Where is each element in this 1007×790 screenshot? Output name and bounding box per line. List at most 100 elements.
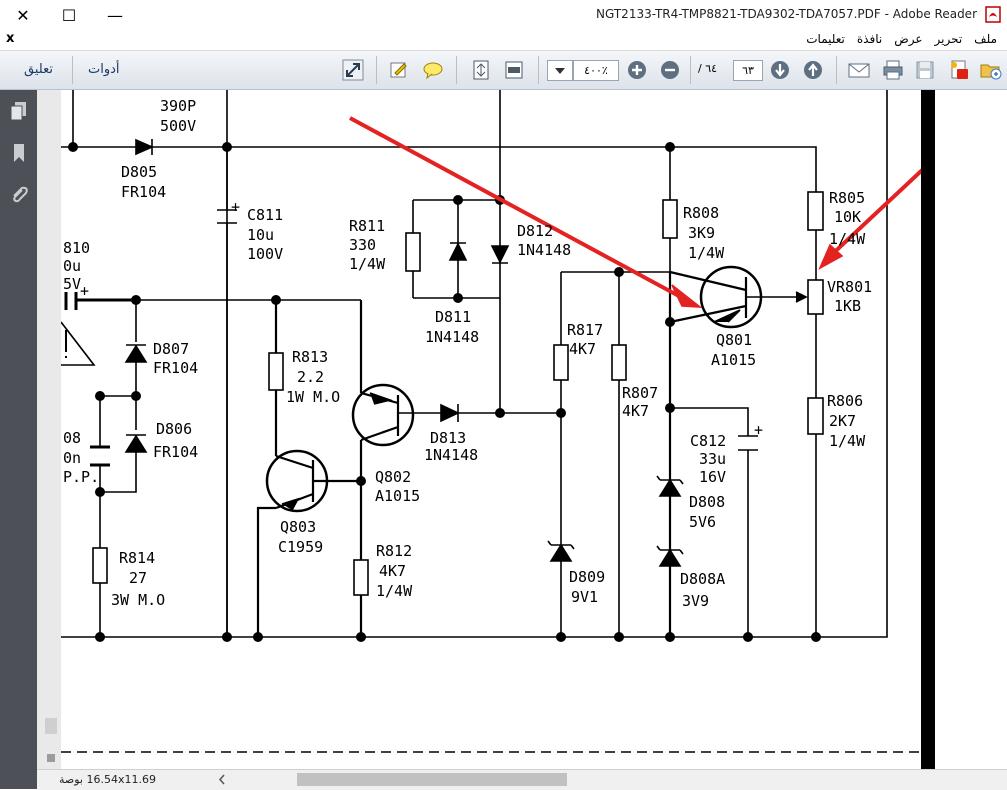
red-arrow-line <box>349 116 691 304</box>
pages-icon[interactable] <box>8 100 30 122</box>
print-button[interactable] <box>880 57 906 83</box>
window-title: NGT2133-TR4-TMP8821-TDA9302-TDA7057.PDF … <box>596 7 977 21</box>
r814-type: 3W M.O <box>111 591 165 609</box>
toolbar-separator <box>836 56 837 84</box>
zoom-out-button[interactable] <box>657 57 683 83</box>
sticky-note-button[interactable] <box>420 57 446 83</box>
svg-text:+: + <box>754 421 763 439</box>
resistor-r806 <box>807 397 824 435</box>
svg-text:+: + <box>231 198 240 216</box>
minimize-window-button[interactable]: — <box>107 5 123 25</box>
email-button[interactable] <box>846 57 872 83</box>
c812-voltage: 16V <box>699 468 726 486</box>
resistor-r805 <box>807 191 824 231</box>
resistor-r811 <box>405 232 421 272</box>
diode-d807 <box>124 344 148 363</box>
menu-list: ملف تحرير عرض نافذة تعليمات <box>806 32 997 46</box>
fit-page-button[interactable] <box>468 57 494 83</box>
next-page-button[interactable] <box>767 57 793 83</box>
resistor-r812 <box>353 559 369 596</box>
folder-share-icon <box>980 64 1002 80</box>
comment-panel-button[interactable]: تعليق <box>24 62 53 77</box>
diode-d805 <box>135 138 154 156</box>
panel-scroll-arrow-icon[interactable] <box>47 754 55 762</box>
zoom-dropdown-button[interactable] <box>547 60 573 81</box>
paperclip-icon[interactable] <box>8 184 30 206</box>
sign-button[interactable] <box>386 57 412 83</box>
zener-d808a <box>656 545 684 567</box>
r813-type: 1W M.O <box>286 388 340 406</box>
d806-value: FR104 <box>153 443 198 461</box>
r805-value: 10K <box>834 208 861 226</box>
share-files-button[interactable] <box>978 57 1004 83</box>
menu-view[interactable]: عرض <box>894 32 923 46</box>
d811-value: 1N4148 <box>425 328 479 346</box>
disk-icon <box>916 61 934 79</box>
resistor-r807 <box>611 344 627 381</box>
d813-label: D813 <box>430 429 466 447</box>
scroll-left-icon[interactable] <box>217 773 227 786</box>
svg-text:+: + <box>80 282 89 300</box>
horizontal-scroll-thumb[interactable] <box>297 773 567 786</box>
r811-value: 330 <box>349 236 376 254</box>
schematic-labels: 390P 500V D805 FR104 C811 10u 100V R811 … <box>63 97 872 610</box>
maximize-window-button[interactable]: ☐ <box>61 5 77 25</box>
d813-value: 1N4148 <box>424 446 478 464</box>
zener-d808 <box>656 475 684 497</box>
page-number-input[interactable]: ٦٣ <box>733 60 763 81</box>
d812-label: D812 <box>517 222 553 240</box>
d805-value: FR104 <box>121 183 166 201</box>
c808-value: 0n <box>63 449 81 467</box>
horizontal-scrollbar[interactable] <box>217 773 1007 786</box>
c812-value: 33u <box>699 450 726 468</box>
c810-value: 0u <box>63 257 81 275</box>
d812-value: 1N4148 <box>517 241 571 259</box>
fit-width-button[interactable] <box>501 57 527 83</box>
vertical-divider <box>921 90 935 769</box>
d808-value: 5V6 <box>689 513 716 531</box>
vertical-scroll-area[interactable] <box>935 90 1007 769</box>
menu-bar: x ملف تحرير عرض نافذة تعليمات <box>0 30 1007 51</box>
pdf-app-icon <box>985 6 1001 23</box>
zoom-input[interactable]: ٤٠٠٪ <box>573 60 619 81</box>
capacitor-c812 <box>670 407 758 637</box>
warning-triangle-icon <box>61 321 96 366</box>
c811-value: 10u <box>247 226 274 244</box>
close-document-icon[interactable]: x <box>6 31 15 46</box>
save-button[interactable] <box>912 57 938 83</box>
d807-value: FR104 <box>153 359 198 377</box>
create-pdf-button[interactable] <box>946 57 972 83</box>
zoom-in-button[interactable] <box>624 57 650 83</box>
fit-width-icon <box>505 61 523 79</box>
d811-label: D811 <box>435 308 471 326</box>
toolbar-separator <box>690 56 691 84</box>
toolbar-separator <box>456 56 457 84</box>
vr801-wiper-arrow-icon <box>795 291 808 303</box>
bookmark-icon[interactable] <box>8 142 30 164</box>
c-label-390p: 390P <box>160 97 196 115</box>
envelope-icon <box>848 63 870 78</box>
menu-window[interactable]: نافذة <box>856 32 883 46</box>
capacitor-c808 <box>90 445 110 467</box>
r807-value: 4K7 <box>622 402 649 420</box>
menu-help[interactable]: تعليمات <box>806 32 845 46</box>
toolbar-separator <box>376 56 377 84</box>
comment-bubble-icon <box>423 62 443 80</box>
red-arrow-head-icon <box>818 243 844 270</box>
close-window-button[interactable]: ✕ <box>16 5 30 25</box>
fullscreen-button[interactable] <box>340 57 366 83</box>
toolbar: تعليق أدوات ٤٠٠٪ <box>0 51 1007 90</box>
capacitor-c810 <box>64 292 136 310</box>
previous-page-button[interactable] <box>800 57 826 83</box>
menu-edit[interactable]: تحرير <box>934 32 963 46</box>
panel-scroll-thumb[interactable] <box>45 718 57 734</box>
q802-part: A1015 <box>375 487 420 505</box>
r814-label: R814 <box>119 549 155 567</box>
r813-label: R813 <box>292 348 328 366</box>
arrow-down-circle-icon <box>771 61 789 79</box>
r805-power: 1/4W <box>829 230 866 248</box>
document-view[interactable]: + + <box>61 90 921 769</box>
vr801-value: 1KB <box>834 297 861 315</box>
tools-panel-button[interactable]: أدوات <box>88 62 120 77</box>
menu-file[interactable]: ملف <box>974 32 997 46</box>
